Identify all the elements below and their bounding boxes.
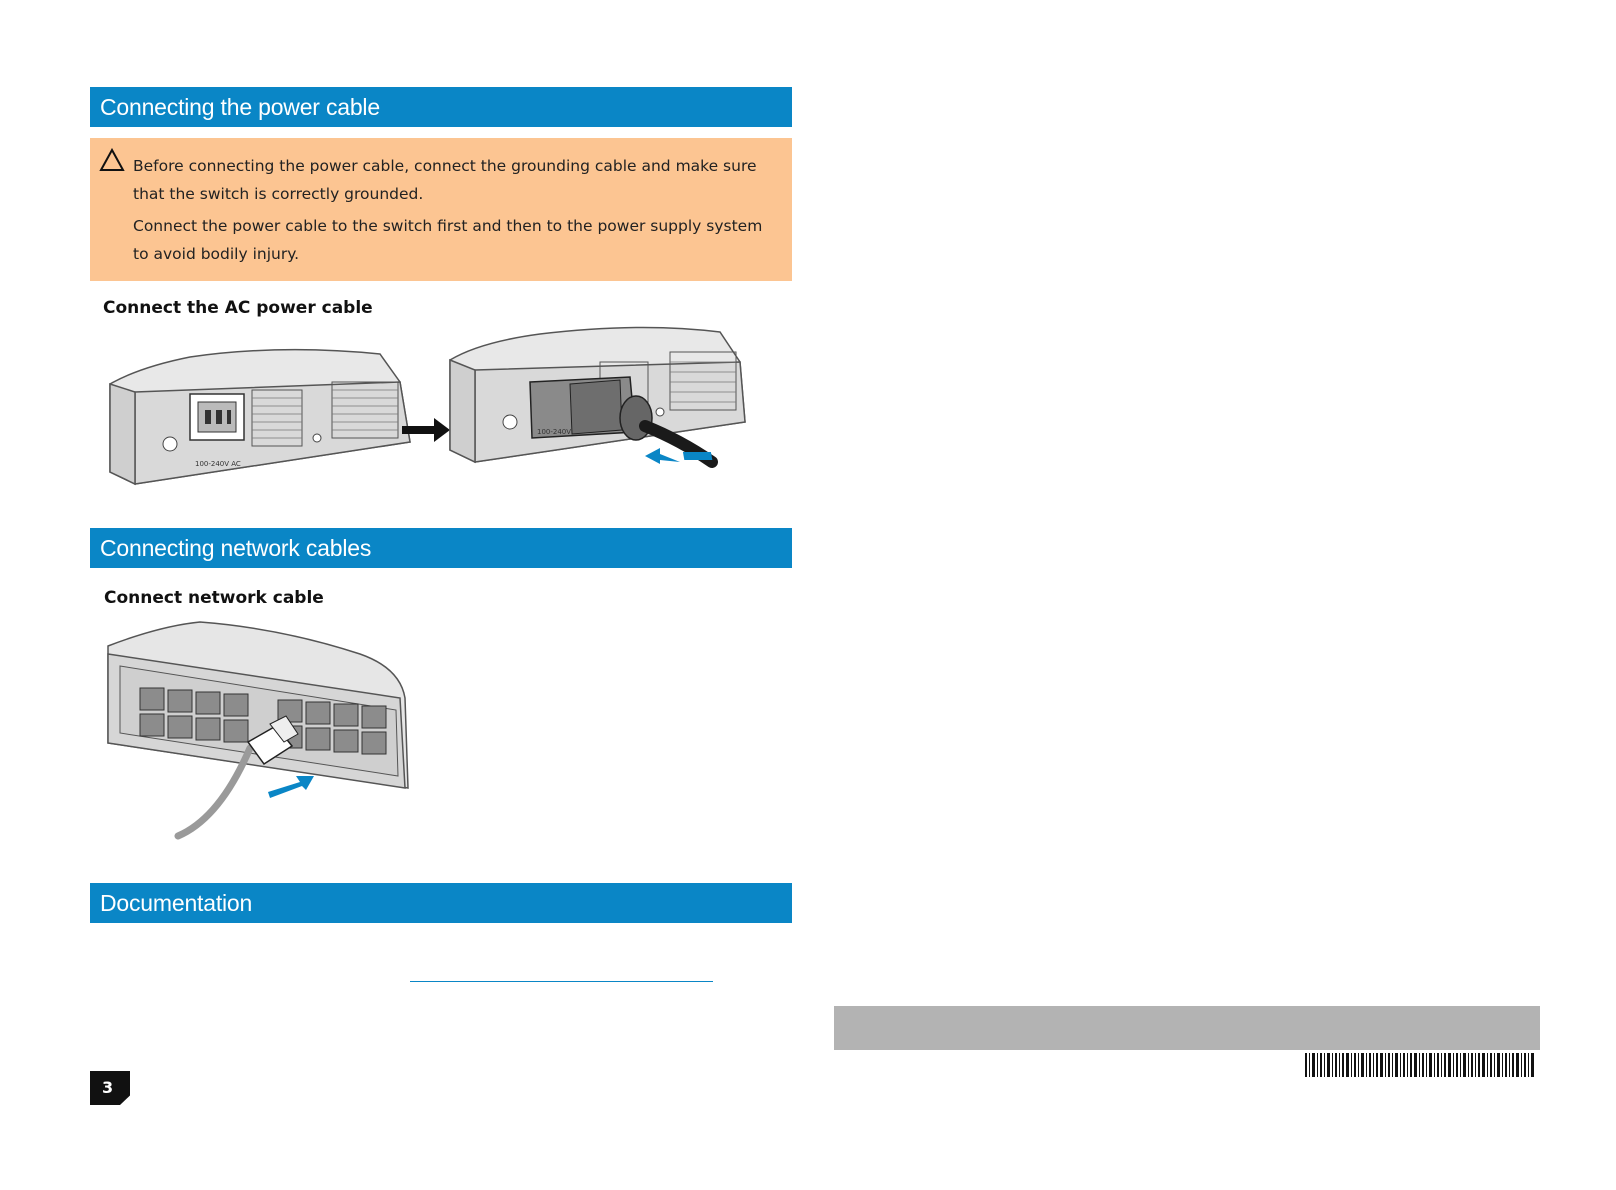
footer-gray-bar xyxy=(834,1006,1540,1050)
warning-triangle-icon xyxy=(99,148,125,171)
warning-text-grounding: Before connecting the power cable, conne… xyxy=(133,157,757,203)
voltage-label-left: 100-240V AC xyxy=(195,460,241,468)
arrow-right-icon xyxy=(402,418,450,442)
voltage-label-right: 100-240V xyxy=(537,428,571,436)
insert-arrow-icon xyxy=(645,448,713,464)
rj45-cable xyxy=(174,715,299,840)
section-heading-power-cable: Connecting the power cable xyxy=(90,87,792,127)
ac-power-illustration: 100-240V AC 100-240V xyxy=(109,326,746,486)
switch-rear-right: 100-240V xyxy=(449,326,746,468)
switch-front xyxy=(107,621,409,789)
warning-text-order: Connect the power cable to the switch fi… xyxy=(133,217,763,263)
documentation-link-underline[interactable] xyxy=(410,981,713,982)
warning-callout: Before connecting the power cable, conne… xyxy=(90,138,792,281)
figure-caption-ac-power: Connect the AC power cable xyxy=(103,298,373,318)
section-heading-documentation: Documentation xyxy=(90,883,792,923)
insert-arrow-icon xyxy=(268,776,314,798)
section-heading-network-cables: Connecting network cables xyxy=(90,528,792,568)
figure-caption-network: Connect network cable xyxy=(104,588,324,608)
page-number: 3 xyxy=(90,1071,130,1105)
switch-rear-left: 100-240V AC xyxy=(109,348,411,486)
barcode xyxy=(1305,1053,1534,1077)
network-illustration xyxy=(107,621,409,840)
